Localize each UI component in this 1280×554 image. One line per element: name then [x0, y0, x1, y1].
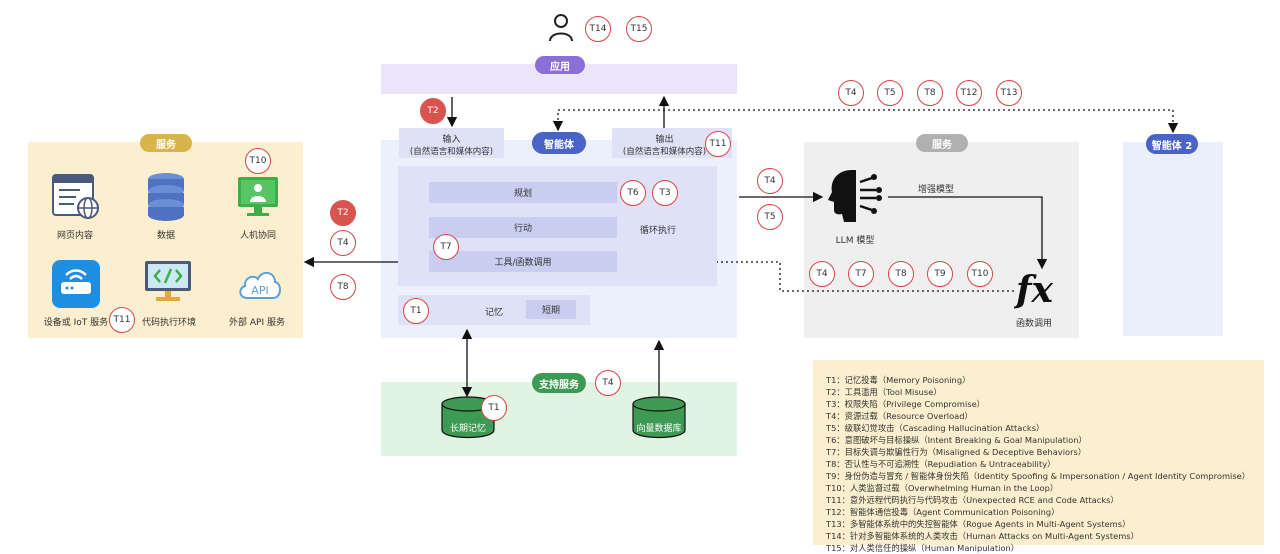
threat-badge-t8-left: T8	[330, 274, 356, 300]
human-in-loop-icon	[238, 177, 278, 216]
user-icon	[549, 14, 573, 42]
threat-badge-t1-storage: T1	[481, 395, 507, 421]
output-subtitle: (自然语言和媒体内容)	[622, 147, 707, 157]
function-call-icon: fx	[1016, 269, 1053, 311]
llm-label: LLM 模型	[835, 236, 875, 246]
legend-item: T2：工具滥用（Tool Misuse）	[826, 387, 942, 397]
legend-item: T3：权限失陷（Privilege Compromise）	[826, 399, 985, 409]
tool-call-step: 工具/函数调用	[429, 251, 617, 272]
legend-item: T11：意外远程代码执行与代码攻击（Unexpected RCE and Cod…	[826, 495, 1119, 505]
threat-badge-t8-top: T8	[917, 80, 943, 106]
llm-head-icon	[828, 170, 882, 222]
threat-badge-t4-left: T4	[330, 230, 356, 256]
threat-badge-t4-right: T4	[757, 168, 783, 194]
threat-badge-t3: T3	[652, 180, 678, 206]
support-pill: 支持服务	[532, 373, 586, 393]
legend-item: T1：记忆投毒（Memory Poisoning）	[826, 375, 971, 385]
plan-step: 规划	[429, 182, 617, 203]
legend-item: T9：身份伪造与冒充 / 智能体身份失陷（Identity Spoofing &…	[826, 471, 1251, 481]
web-content-icon	[52, 174, 99, 219]
legend-item: T5：级联幻觉攻击（Cascading Hallucination Attack…	[826, 423, 1045, 433]
threat-badge-t2-left: T2	[330, 200, 356, 226]
threat-badge-t6: T6	[620, 180, 646, 206]
iot-device-icon	[52, 260, 100, 308]
long-term-memory-label: 长期记忆	[449, 424, 486, 434]
agent2-panel	[1123, 142, 1223, 336]
memory-label: 记忆	[485, 308, 504, 318]
legend-item: T7：目标失调与欺骗性行为（Misaligned & Deceptive Beh…	[826, 447, 1087, 457]
database-icon	[148, 173, 184, 221]
vector-db-label: 向量数据库	[636, 424, 682, 434]
input-subtitle: (自然语言和媒体内容)	[409, 147, 494, 157]
app-pill: 应用	[535, 56, 585, 74]
threat-badge-t15: T15	[626, 16, 652, 42]
threat-legend: T1：记忆投毒（Memory Poisoning） T2：工具滥用（Tool Mi…	[813, 360, 1264, 553]
act-step: 行动	[429, 217, 617, 238]
legend-item: T6：意图破坏与目标操纵（Intent Breaking & Goal Mani…	[826, 435, 1087, 445]
code-exec-label: 代码执行环境	[141, 318, 196, 328]
threat-badge-t14: T14	[585, 16, 611, 42]
threat-badge-t12-top: T12	[956, 80, 982, 106]
threat-badge-t13-top: T13	[996, 80, 1022, 106]
agent-pill: 智能体	[532, 132, 586, 154]
threat-badge-t8-fx: T8	[888, 261, 914, 287]
legend-item: T12：智能体通信投毒（Agent Communication Poisonin…	[826, 507, 1060, 517]
threat-badge-t10-left: T10	[245, 148, 271, 174]
threat-badge-t9-fx: T9	[927, 261, 953, 287]
threat-badge-t4-support: T4	[595, 370, 621, 396]
legend-item: T13：多智能体系统中的失控智能体（Rogue Agents in Multi-…	[826, 519, 1131, 529]
threat-badge-t7-fx: T7	[848, 261, 874, 287]
legend-item: T8：否认性与不可追溯性（Repudiation & Untraceabilit…	[826, 459, 1056, 469]
loop-label: 循环执行	[640, 226, 677, 236]
output-title: 输出	[655, 135, 674, 145]
code-exec-icon	[145, 261, 191, 301]
threat-badge-t7-core: T7	[433, 234, 459, 260]
short-term-memory: 短期	[526, 300, 576, 319]
input-title: 输入	[442, 135, 461, 145]
threat-badge-t5-right: T5	[757, 204, 783, 230]
agent2-pill: 智能体 2	[1146, 134, 1198, 154]
legend-item: T14：针对多智能体系统的人类攻击（Human Attacks on Multi…	[826, 531, 1139, 541]
threat-badge-t10-fx: T10	[967, 261, 993, 287]
web-content-label: 网页内容	[56, 231, 93, 241]
enhance-label: 增强模型	[918, 185, 955, 195]
data-label: 数据	[156, 231, 175, 241]
legend-item: T15：对人类信任的操纵（Human Manipulation）	[826, 543, 1020, 553]
threat-badge-t11-left: T11	[109, 307, 135, 333]
iot-label: 设备或 IoT 服务	[43, 318, 109, 328]
threat-badge-t1-memory: T1	[403, 298, 429, 324]
threat-legend-list: T1：记忆投毒（Memory Poisoning） T2：工具滥用（Tool Mi…	[826, 374, 1250, 554]
threat-badge-t4-fx: T4	[809, 261, 835, 287]
svg-text:API: API	[251, 284, 268, 297]
function-call-label: 函数调用	[1015, 319, 1052, 329]
services-right-pill: 服务	[916, 134, 968, 152]
human-in-loop-label: 人机协同	[239, 231, 276, 241]
input-box: 输入 (自然语言和媒体内容)	[399, 128, 504, 158]
threat-badge-t2-input: T2	[420, 98, 446, 124]
threat-badge-t5-top: T5	[877, 80, 903, 106]
legend-item: T10：人类监督过载（Overwhelming Human in the Loo…	[826, 483, 1059, 493]
threat-badge-t4-top: T4	[838, 80, 864, 106]
external-api-label: 外部 API 服务	[229, 318, 285, 328]
services-left-pill: 服务	[140, 134, 192, 152]
threat-badge-t11-output: T11	[705, 131, 731, 157]
cloud-api-icon: API	[239, 272, 281, 299]
vector-db-cylinder	[632, 396, 686, 439]
legend-item: T4：资源过载（Resource Overload）	[826, 411, 973, 421]
